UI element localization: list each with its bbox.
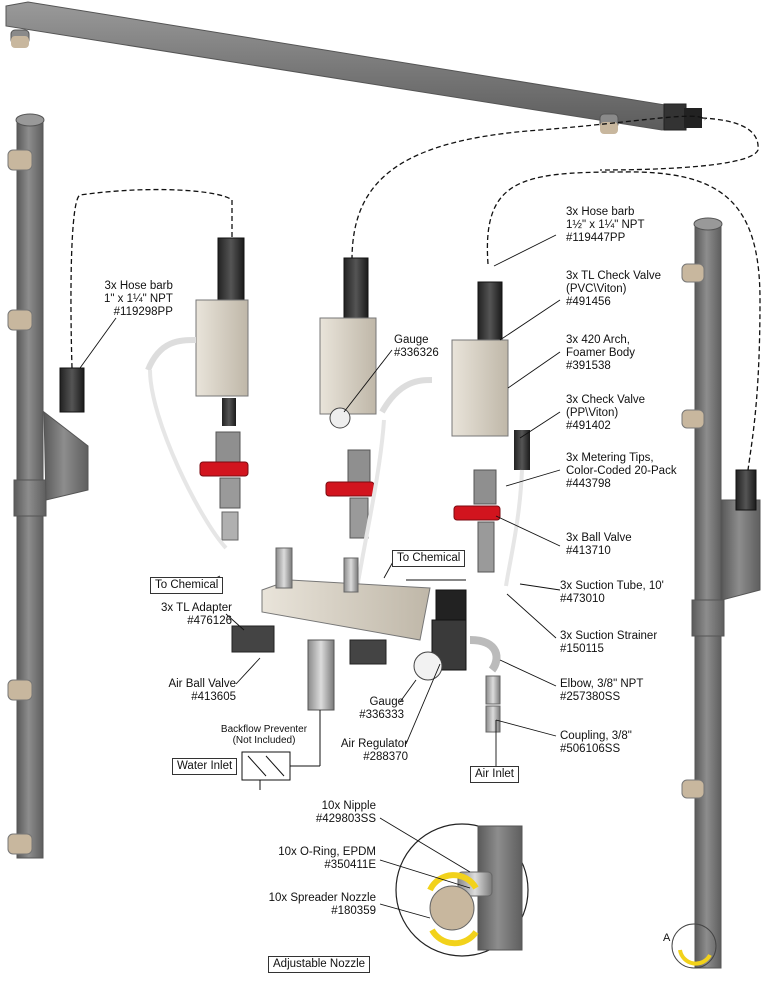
right-vertical-pipe xyxy=(671,217,761,969)
label-air-regulator: Air Regulator #288370 xyxy=(340,738,408,763)
label-tl-adapter: 3x TL Adapter #476126 xyxy=(161,602,232,627)
top-header-pipe xyxy=(5,1,702,134)
label-gauge-top: Gauge #336326 xyxy=(394,334,439,359)
label-to-chemical-left: To Chemical xyxy=(150,577,224,594)
label-backflow-preventer: Backflow Preventer (Not Included) xyxy=(220,724,308,746)
leader-lines xyxy=(79,234,561,919)
air-regulator-group xyxy=(413,589,501,733)
detail-marker-a: A xyxy=(663,932,671,944)
backflow-preventer-symbol xyxy=(241,710,321,790)
label-air-ball-valve: Air Ball Valve #413605 xyxy=(168,678,236,703)
label-o-ring: 10x O-Ring, EPDM #350411E xyxy=(278,846,376,871)
label-adjustable-nozzle: Adjustable Nozzle xyxy=(268,956,371,973)
label-to-chemical-right: To Chemical xyxy=(392,550,466,567)
nozzle-detail-view xyxy=(395,823,529,957)
label-elbow: Elbow, 3/8" NPT #257380SS xyxy=(560,678,644,703)
label-arch-body: 3x 420 Arch, Foamer Body #391538 xyxy=(566,334,636,372)
label-coupling: Coupling, 3/8" #506106SS xyxy=(560,730,632,755)
label-ball-valve: 3x Ball Valve #413710 xyxy=(566,532,632,557)
label-nipple: 10x Nipple #429803SS xyxy=(315,800,376,825)
label-suction-tube: 3x Suction Tube, 10' #473010 xyxy=(560,580,664,605)
foamer-assembly-right xyxy=(451,281,530,587)
foamer-assembly-center xyxy=(319,257,433,621)
dashed-hoses xyxy=(70,115,761,471)
label-spreader-nozzle: 10x Spreader Nozzle #180359 xyxy=(268,892,376,917)
label-hose-barb-2: 3x Hose barb 1½" x 1¼" NPT #119447PP xyxy=(566,206,645,244)
label-gauge-bottom: Gauge #336333 xyxy=(359,696,404,721)
label-air-inlet: Air Inlet xyxy=(470,766,519,783)
label-water-inlet: Water Inlet xyxy=(172,758,238,775)
label-hose-barb-1: 3x Hose barb 1" x 1¼" NPT #119298PP xyxy=(104,280,173,318)
label-suction-strainer: 3x Suction Strainer #150115 xyxy=(560,630,658,655)
label-check-valve: 3x Check Valve (PP\Viton) #491402 xyxy=(566,394,646,432)
label-metering-tips: 3x Metering Tips, Color-Coded 20-Pack #4… xyxy=(566,452,677,490)
label-tl-check-valve: 3x TL Check Valve (PVC\Viton) #491456 xyxy=(566,270,662,308)
left-vertical-pipe xyxy=(7,113,89,859)
manifold xyxy=(231,547,431,711)
foamer-assembly-left xyxy=(145,237,249,550)
